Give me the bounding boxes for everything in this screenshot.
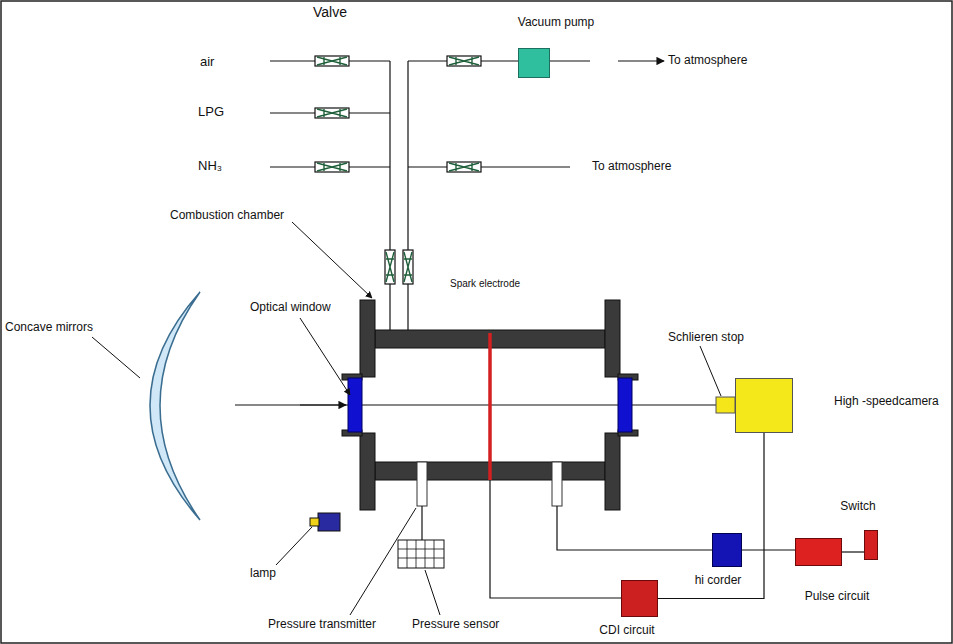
switch-box: Switch <box>864 530 878 560</box>
wire-connector <box>742 549 795 550</box>
light-path <box>235 404 718 405</box>
gas-label: air <box>200 54 214 70</box>
concave-mirror <box>150 292 200 520</box>
schlieren-stop <box>716 397 735 413</box>
cdi-circuit-box: CDI circuit <box>621 580 658 617</box>
node-label: hi corder <box>695 573 742 587</box>
pulse-circuit-box: Pulse circuit <box>795 538 842 566</box>
part-label: Pressure sensor <box>412 617 499 632</box>
node-label: Pulse circuit <box>805 589 870 603</box>
part-label: Pressure transmitter <box>268 617 376 632</box>
optical-window <box>348 378 362 432</box>
part-label: Schlieren stop <box>668 330 744 345</box>
sensor-port <box>552 462 562 506</box>
leader-lines <box>92 222 721 615</box>
recorder-box: hi corder <box>712 533 742 567</box>
node-label: High -speedcamera <box>834 394 939 408</box>
part-label: Concave mirrors <box>5 320 93 335</box>
optical-window <box>618 378 632 432</box>
combustion-chamber <box>342 300 638 510</box>
part-label: lamp <box>250 566 276 581</box>
lamp-icon <box>310 513 340 531</box>
part-label: Optical window <box>250 300 331 315</box>
camera-box: High -speedcamera <box>735 378 793 433</box>
wires <box>422 480 712 598</box>
wire-connector <box>658 433 764 599</box>
node-label: Switch <box>840 499 875 513</box>
gas-piping <box>270 61 664 330</box>
node-label: CDI circuit <box>599 623 654 637</box>
part-label: Combustion chamber <box>170 208 284 223</box>
pressure-sensor <box>398 540 444 568</box>
spark-electrode <box>488 333 492 480</box>
outlet-label: To atmosphere <box>592 159 671 174</box>
outlet-label: To atmosphere <box>668 53 747 68</box>
light-arrow <box>300 404 346 405</box>
vacuum-pump-box: Vacuum pump <box>518 48 550 78</box>
pressure-transmitter <box>417 462 427 506</box>
node-label: Vacuum pump <box>518 15 594 29</box>
gas-label: LPG <box>198 104 224 120</box>
wire-connector <box>842 551 864 552</box>
gas-label: NH₃ <box>198 158 222 174</box>
valve-label: Valve <box>313 4 347 21</box>
valve-symbols <box>315 56 481 284</box>
part-label: Spark electrode <box>450 277 520 290</box>
